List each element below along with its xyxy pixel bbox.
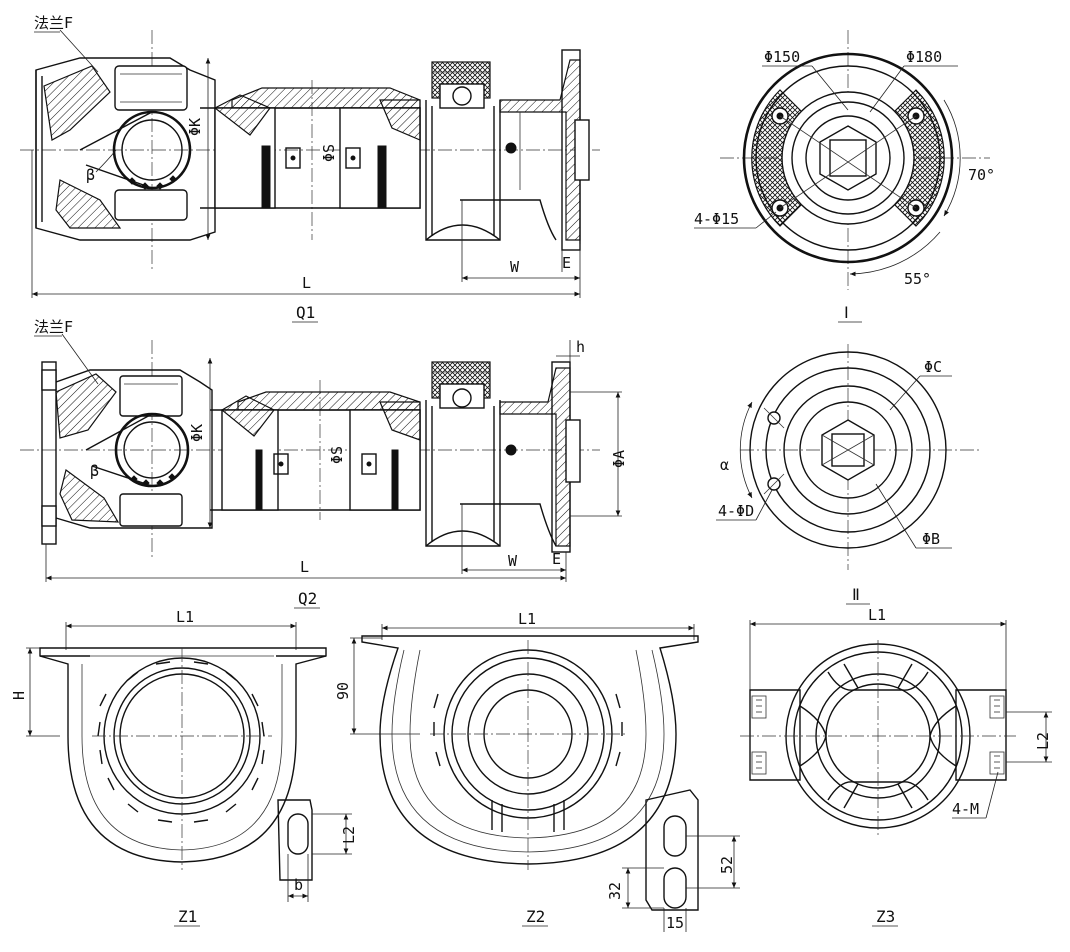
i-dim-angle55: 55° (904, 270, 931, 288)
z1-caption: Z1 (178, 907, 197, 926)
q2-flange-label: 法兰F (34, 318, 73, 336)
q1-dim-beta: β (86, 166, 95, 184)
i-dim-holes: 4-Φ15 (694, 210, 739, 228)
z2-caption: Z2 (526, 907, 545, 926)
z2-dim-fifty-two: 52 (718, 856, 736, 874)
z1-dim-h: H (10, 691, 28, 700)
q2-dim-k: ΦK (188, 424, 206, 442)
q1-dim-w: W (510, 258, 520, 276)
view-z2 (350, 624, 740, 932)
ii-dim-alpha: α (720, 456, 729, 474)
z3-dim-l1: L1 (868, 606, 886, 624)
view-z1 (26, 622, 352, 902)
q1-caption: Q1 (296, 303, 315, 322)
ii-dim-b: ΦB (922, 530, 940, 548)
i-dim-angle70: 70° (968, 166, 995, 184)
view-q2 (20, 333, 622, 582)
view-z3 (740, 620, 1052, 836)
z3-caption: Z3 (876, 907, 895, 926)
ii-dim-c: ΦC (924, 358, 942, 376)
z1-dim-b: b (294, 876, 303, 894)
ii-dim-holes: 4-ΦD (718, 502, 754, 520)
q1-dim-l: L (302, 274, 311, 292)
q2-dim-beta: β (90, 462, 99, 480)
z2-dim-l1: L1 (518, 610, 536, 628)
z2-dim-fifteen: 15 (666, 914, 684, 932)
view-ii (716, 344, 980, 570)
view-q1 (20, 29, 600, 298)
z2-dim-thirty-two: 32 (606, 882, 624, 900)
q2-dim-a: ΦA (610, 450, 628, 468)
q2-dim-s: ΦS (328, 446, 346, 464)
q1-dim-k: ΦK (186, 118, 204, 136)
ii-caption: Ⅱ (852, 585, 860, 604)
q2-dim-h: h (576, 338, 585, 356)
q1-flange-label: 法兰F (34, 14, 73, 32)
view-i (694, 30, 990, 290)
z3-dim-l2: L2 (1034, 732, 1052, 750)
z2-dim-ninety: 90 (334, 682, 352, 700)
z1-dim-l2: L2 (340, 826, 358, 844)
z1-dim-l1: L1 (176, 608, 194, 626)
i-dim-phi150: Φ150 (764, 48, 800, 66)
q2-dim-l: L (300, 558, 309, 576)
q1-dim-s: ΦS (320, 144, 338, 162)
q1-dim-e: E (562, 254, 571, 272)
i-caption: Ⅰ (844, 303, 849, 322)
q2-dim-e: E (552, 550, 561, 568)
q2-dim-w: W (508, 552, 518, 570)
i-dim-phi180: Φ180 (906, 48, 942, 66)
z3-dim-m: 4-M (952, 800, 979, 818)
q2-caption: Q2 (298, 589, 317, 608)
